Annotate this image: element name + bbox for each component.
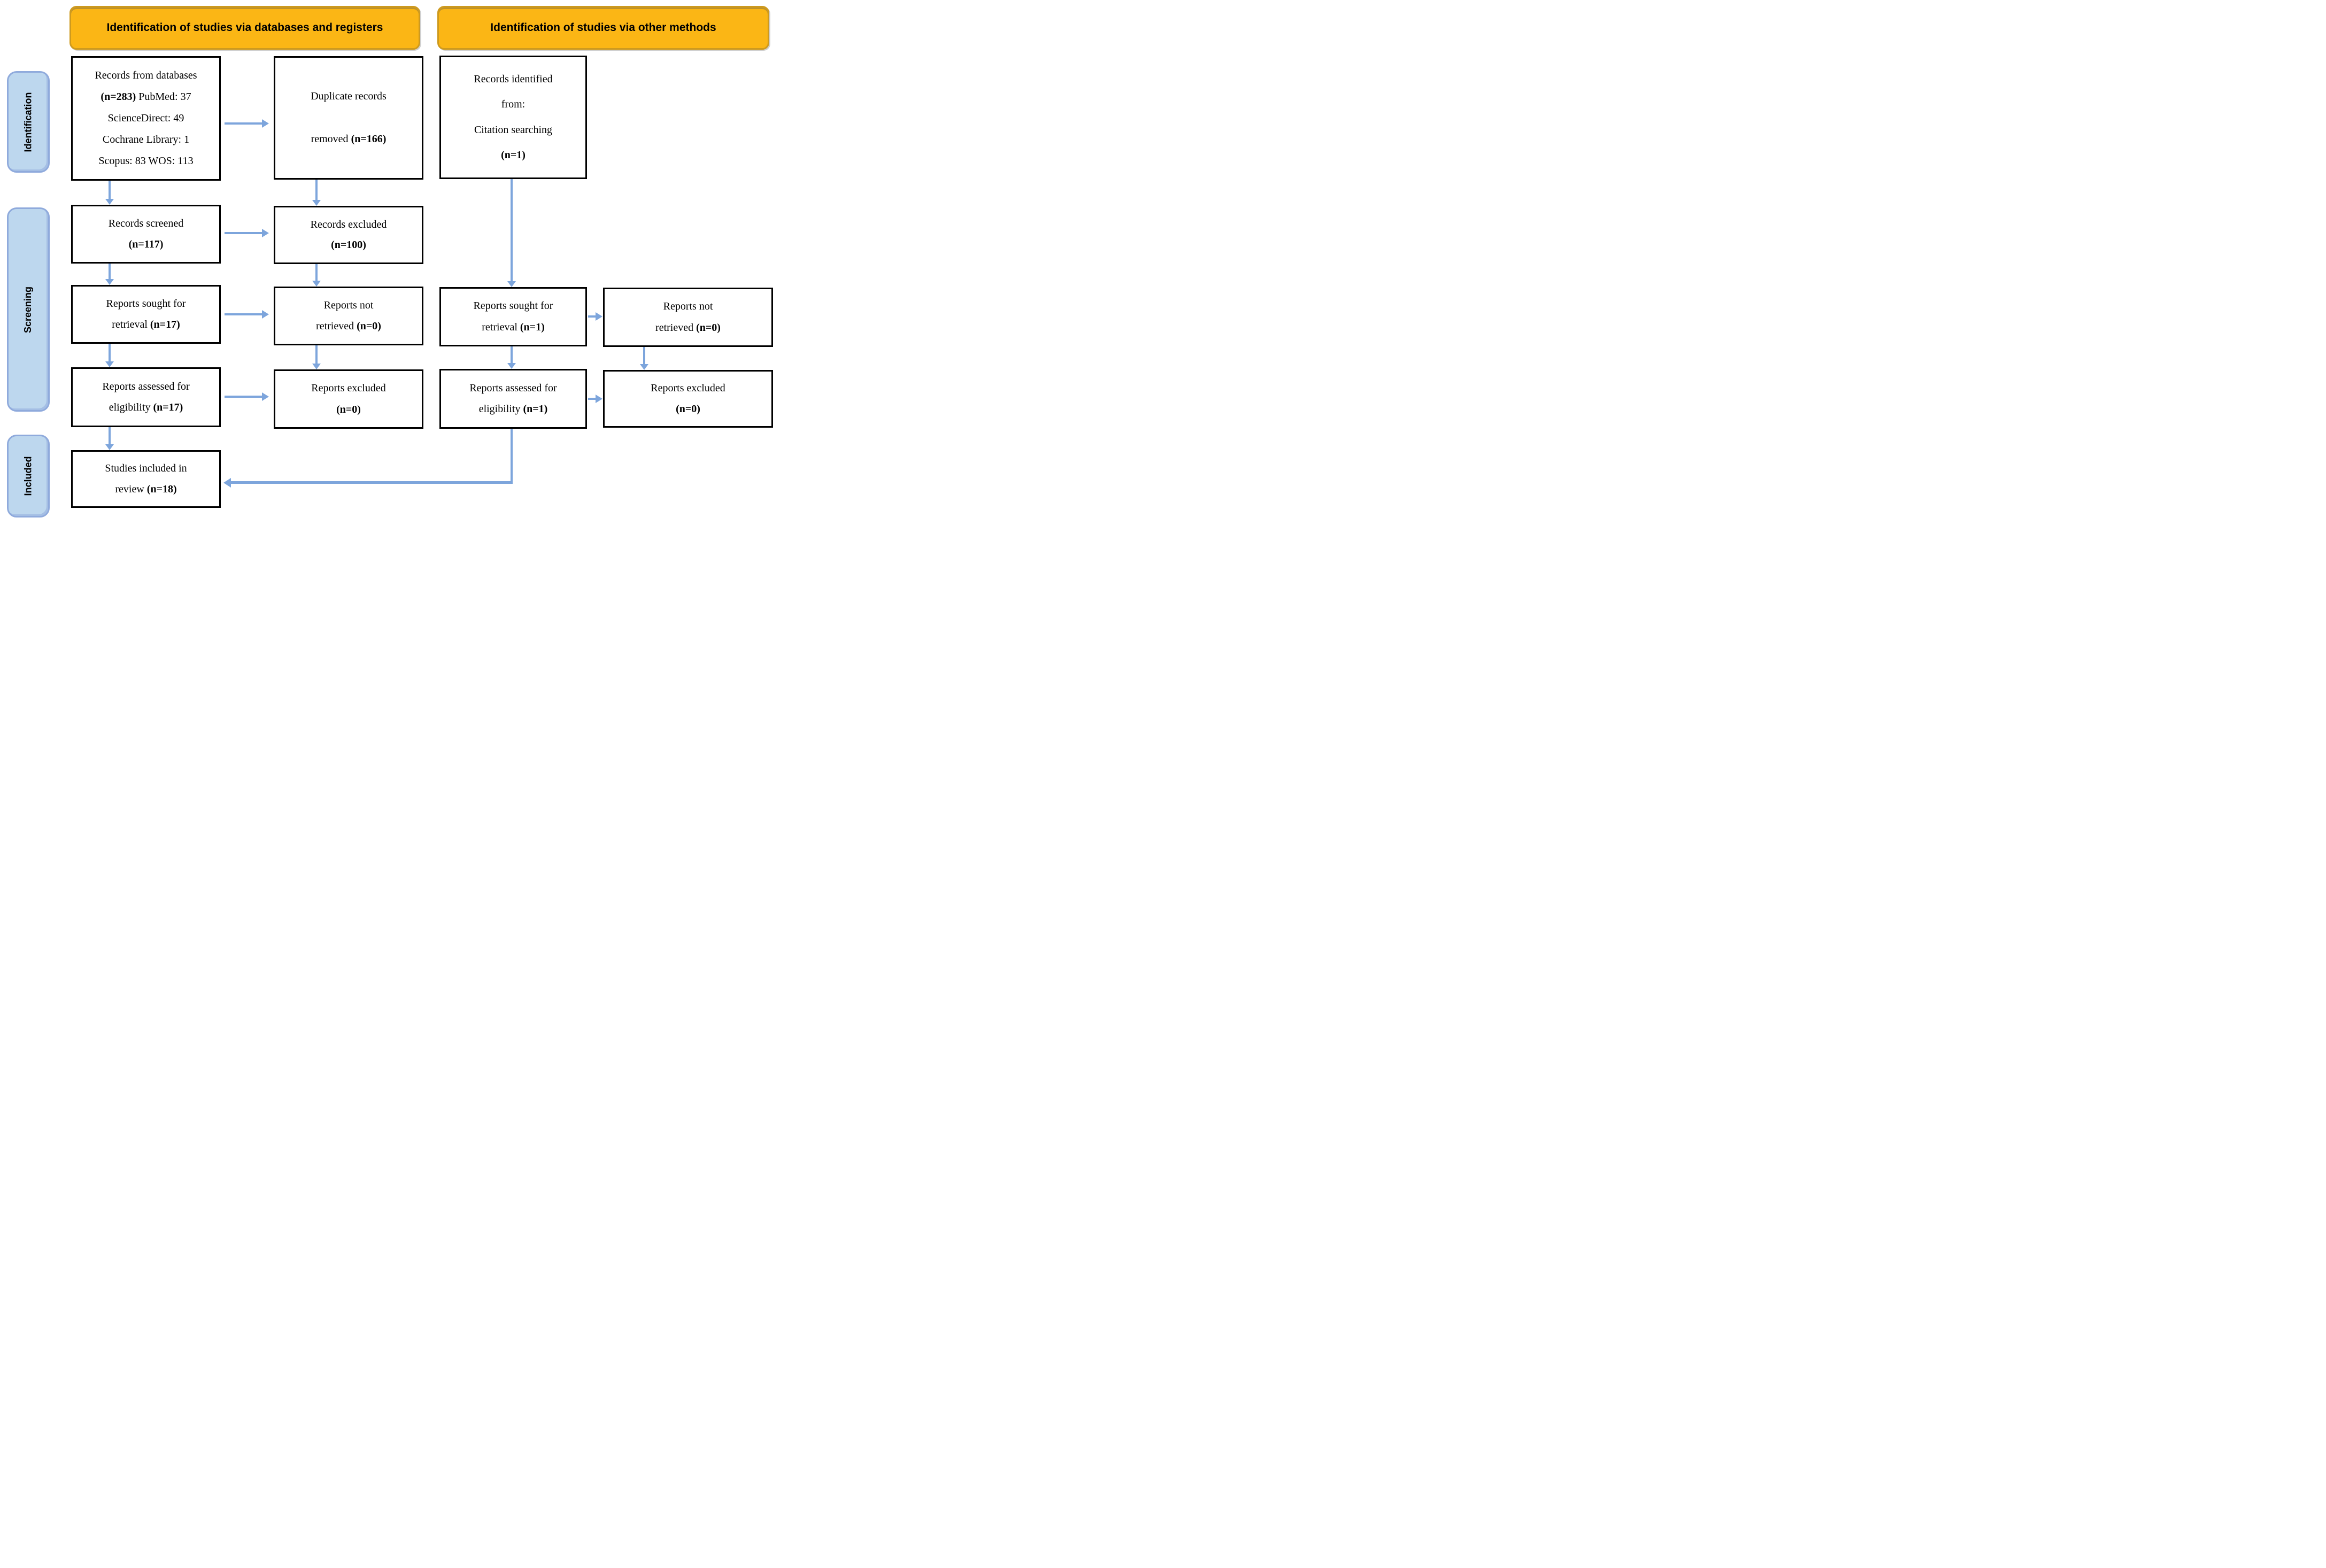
right-arrow-sought-other-to-notretrieved-icon	[588, 315, 596, 318]
down-arrow-notretrieved-to-reportsexcluded-icon	[315, 345, 318, 364]
left-arrow-assessed-other-to-included-icon	[231, 481, 513, 484]
prisma-flow-diagram: Identification of studies via databases …	[0, 0, 775, 523]
box-reports-excluded-other: Reports excluded(n=0)	[603, 370, 773, 428]
stage-label-screening-text: Screening	[22, 286, 34, 333]
stage-label-included: Included	[7, 435, 50, 517]
banner-identification-other-methods: Identification of studies via other meth…	[437, 6, 769, 50]
stage-label-screening: Screening	[7, 207, 50, 412]
elbow-connector-vertical-segment	[511, 429, 513, 483]
down-arrow-sought-to-assessed-icon	[109, 344, 111, 361]
right-arrow-sought-to-notretrieved-icon	[225, 313, 262, 315]
right-arrow-screened-to-excluded-icon	[225, 232, 262, 234]
down-arrow-screened-to-sought-icon	[109, 264, 111, 279]
down-arrow-dbrecords-to-screened-icon	[109, 181, 111, 199]
down-arrow-notretrieved-to-excluded-other-icon	[643, 347, 645, 364]
down-arrow-duplicates-to-excluded-icon	[315, 180, 318, 200]
right-arrow-dbrecords-to-duplicates-icon	[225, 122, 262, 125]
box-records-screened: Records screened(n=117)	[71, 205, 221, 264]
right-arrow-assessed-to-reportsexcluded-icon	[225, 396, 262, 398]
down-arrow-citation-to-sought-icon	[511, 179, 513, 281]
down-arrow-sought-to-assessed-other-icon	[511, 346, 513, 363]
stage-label-identification: Identification	[7, 71, 50, 173]
down-arrow-excluded-to-notretrieved-icon	[315, 264, 318, 281]
down-arrow-assessed-to-included-icon	[109, 427, 111, 444]
box-records-excluded: Records excluded(n=100)	[274, 206, 423, 264]
banner-identification-databases-registers: Identification of studies via databases …	[69, 6, 420, 50]
box-records-from-databases: Records from databases(n=283) PubMed: 37…	[71, 56, 221, 181]
right-arrow-assessed-other-to-excluded-icon	[588, 398, 596, 400]
stage-label-included-text: Included	[22, 456, 34, 496]
stage-label-identification-text: Identification	[22, 92, 34, 152]
box-reports-excluded-db: Reports excluded(n=0)	[274, 369, 423, 429]
